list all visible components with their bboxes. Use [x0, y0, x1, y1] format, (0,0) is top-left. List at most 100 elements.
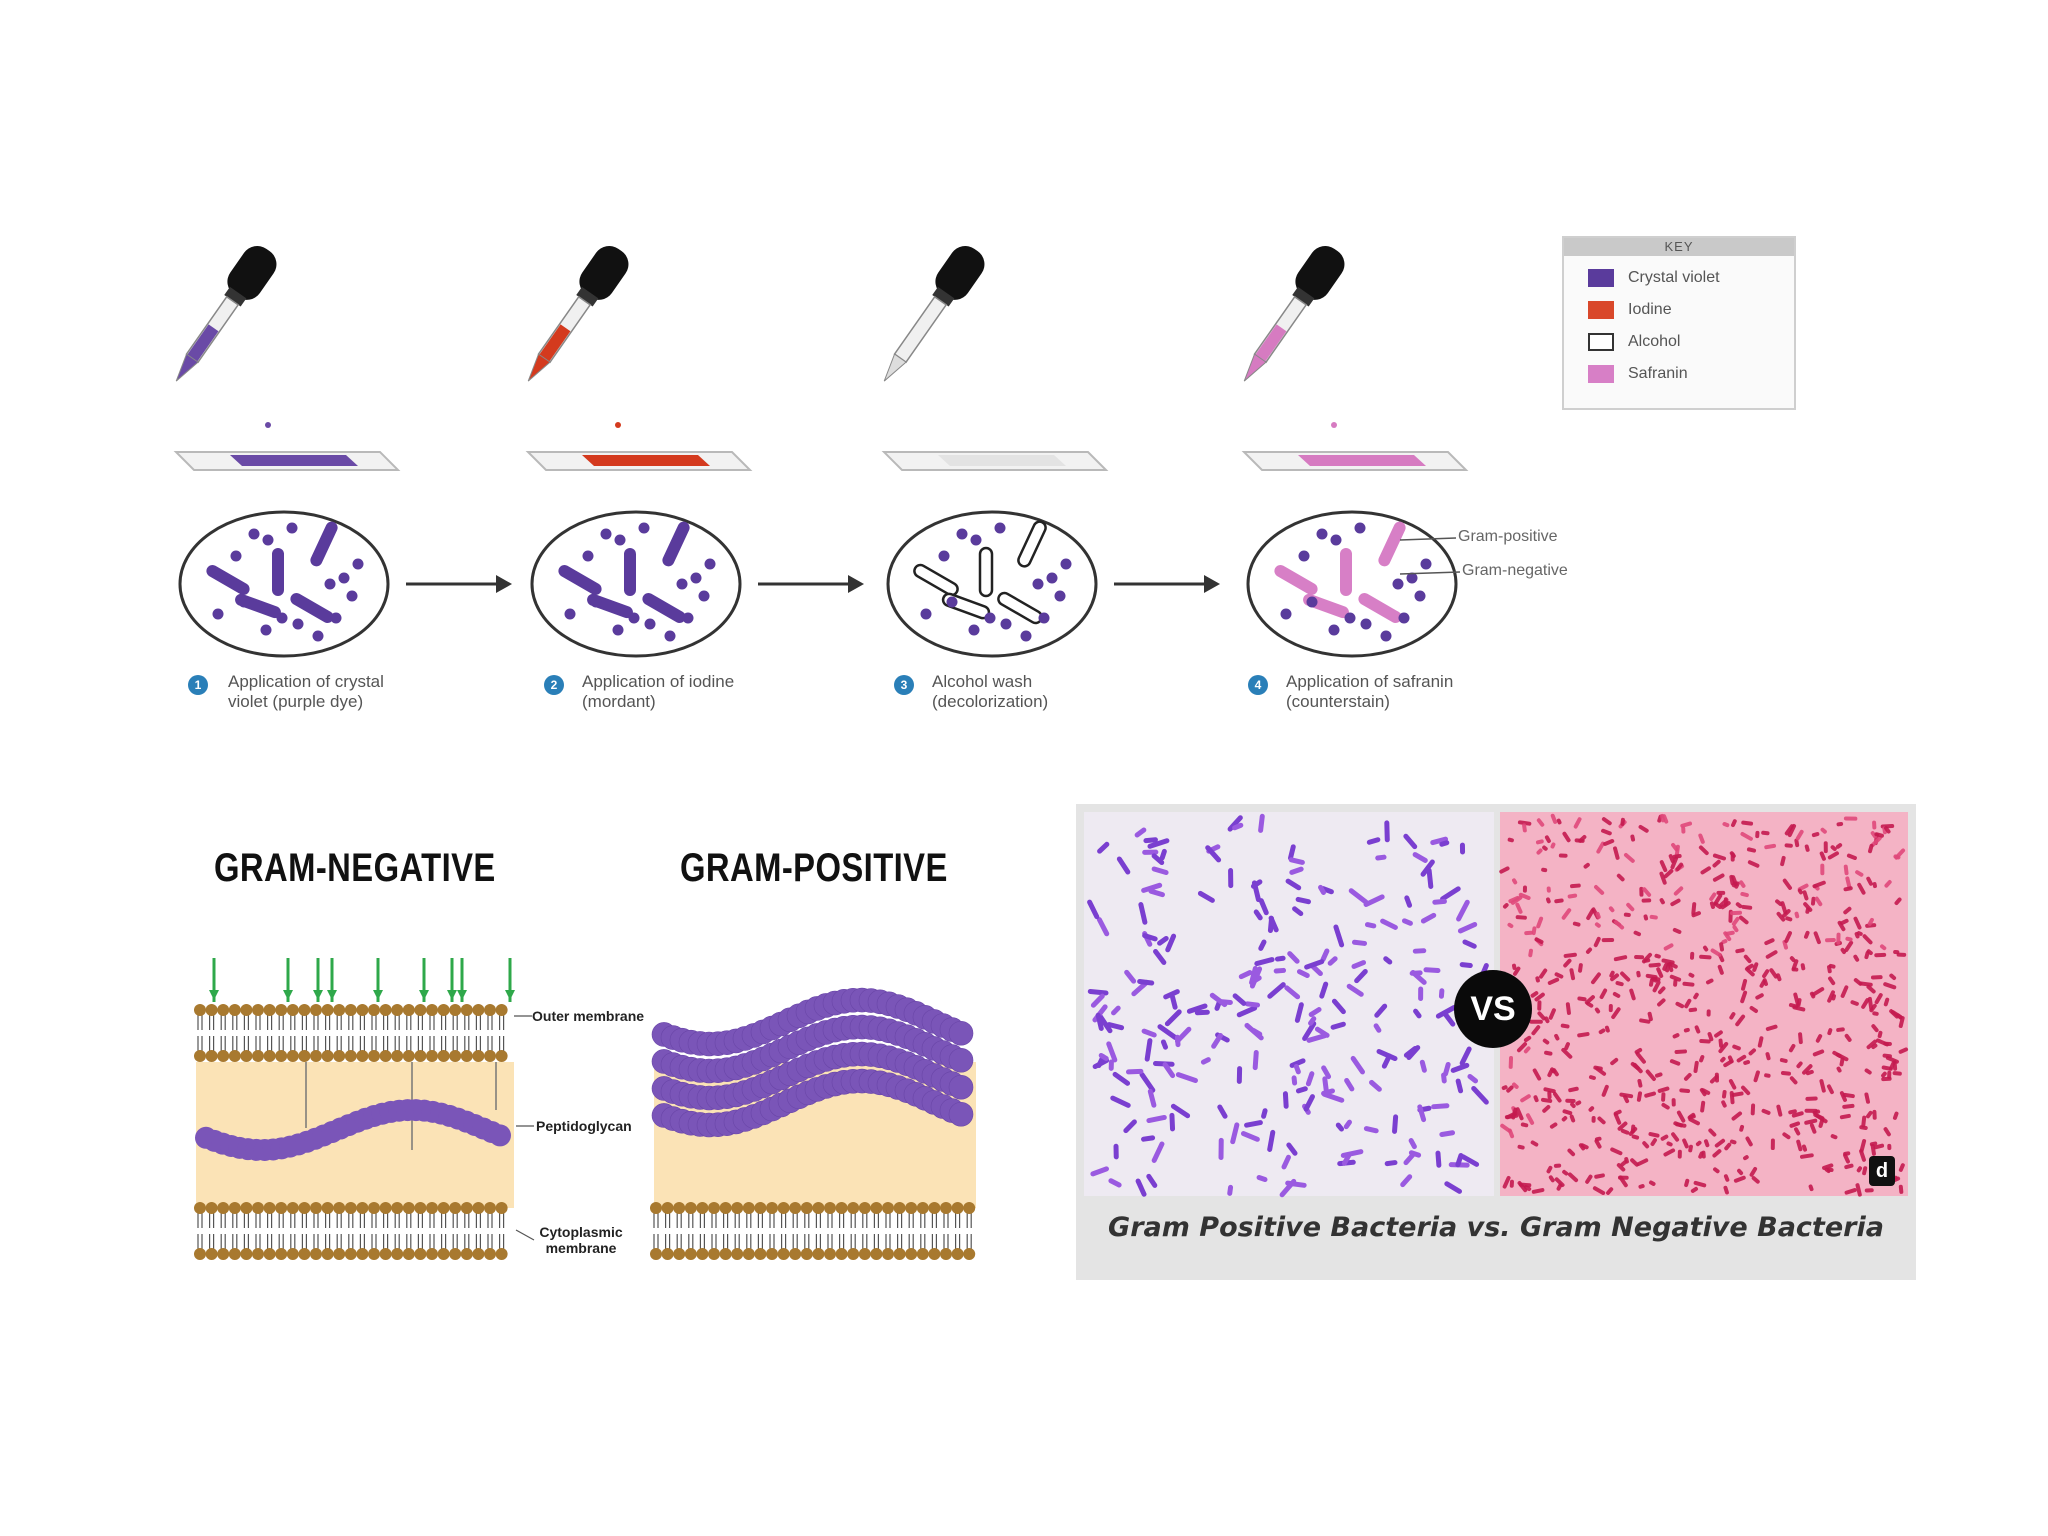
dropper-tip — [878, 354, 906, 385]
lipid-head — [496, 1248, 508, 1260]
coccus-bacterium — [1381, 631, 1392, 642]
lipid-head — [380, 1248, 392, 1260]
lipid-head — [264, 1202, 276, 1214]
lipid-head — [917, 1202, 929, 1214]
stained-bacterium-purple — [1109, 1059, 1114, 1071]
coccus-bacterium — [1055, 591, 1066, 602]
coccus-bacterium — [1047, 573, 1058, 584]
lipid-head — [298, 1248, 310, 1260]
lipid-head — [731, 1202, 743, 1214]
coccus-bacterium — [1399, 613, 1410, 624]
dropper-icon — [1229, 240, 1350, 392]
coccus-bacterium — [939, 551, 950, 562]
coccus-bacterium — [1361, 619, 1372, 630]
lipid-head — [928, 1202, 940, 1214]
lipid-head — [240, 1202, 252, 1214]
stained-bacterium-purple — [1126, 1069, 1144, 1075]
lipid-head — [333, 1050, 345, 1062]
rod-bacterium — [624, 548, 636, 596]
lipid-head — [438, 1202, 450, 1214]
lipid-head — [403, 1050, 415, 1062]
step-1-badge: 1 — [188, 675, 208, 695]
lipid-head — [426, 1004, 438, 1016]
cytoplasmic-membrane-label: Cytoplasmic membrane — [536, 1224, 626, 1256]
stained-bacterium-pink — [1642, 898, 1652, 902]
stained-bacterium-pink — [1897, 953, 1907, 957]
key-item-safranin: Safranin — [1588, 362, 1688, 386]
lps-head — [505, 990, 515, 1000]
lipid-head — [708, 1202, 720, 1214]
lipid-head — [380, 1004, 392, 1016]
lipid-head — [275, 1248, 287, 1260]
stained-bacterium-pink — [1871, 975, 1883, 979]
lipid-head — [882, 1202, 894, 1214]
lipid-head — [264, 1248, 276, 1260]
dropper-tip — [522, 354, 550, 385]
stained-bacterium-purple — [1423, 967, 1440, 973]
lipid-head — [275, 1050, 287, 1062]
coccus-bacterium — [971, 535, 982, 546]
lipid-head — [391, 1248, 403, 1260]
cytoplasmic-leader — [516, 1230, 534, 1240]
coccus-bacterium — [921, 609, 932, 620]
coccus-bacterium — [565, 609, 576, 620]
dropper-icon — [869, 240, 990, 392]
stained-bacterium-pink — [1661, 1092, 1666, 1102]
lipid-head — [662, 1248, 674, 1260]
dropper-tube — [895, 297, 947, 362]
coccus-bacterium — [1329, 625, 1340, 636]
stained-bacterium-pink — [1699, 1039, 1711, 1044]
coccus-bacterium — [639, 523, 650, 534]
coccus-bacterium — [1061, 559, 1072, 570]
lipid-head — [743, 1202, 755, 1214]
coccus-bacterium — [277, 613, 288, 624]
stained-bacterium-pink — [1825, 938, 1836, 942]
lipid-head — [240, 1050, 252, 1062]
lipid-head — [264, 1050, 276, 1062]
stained-bacterium-pink — [1874, 953, 1886, 958]
lipid-head — [322, 1004, 334, 1016]
stained-bacterium-pink — [1672, 1098, 1676, 1106]
lipid-head — [449, 1248, 461, 1260]
lipid-head — [720, 1202, 732, 1214]
lipid-head — [368, 1248, 380, 1260]
lipid-head — [484, 1050, 496, 1062]
lipid-head — [963, 1248, 975, 1260]
coccus-bacterium — [213, 609, 224, 620]
stained-bacterium-pink — [1559, 853, 1568, 857]
cytoplasmic-membrane — [650, 1202, 975, 1260]
lipid-head — [322, 1248, 334, 1260]
lipid-head — [754, 1248, 766, 1260]
lipid-head — [240, 1004, 252, 1016]
lipid-head — [824, 1202, 836, 1214]
lipid-head — [438, 1004, 450, 1016]
coccus-bacterium — [287, 523, 298, 534]
lps-head — [419, 990, 429, 1000]
lipid-head — [847, 1248, 859, 1260]
coccus-bacterium — [313, 631, 324, 642]
coccus-bacterium — [629, 613, 640, 624]
lipid-head — [789, 1248, 801, 1260]
lipid-head — [496, 1050, 508, 1062]
lipid-head — [414, 1050, 426, 1062]
stained-bacterium-pink — [1771, 1138, 1775, 1150]
coccus-bacterium — [339, 573, 350, 584]
lipid-head — [206, 1202, 218, 1214]
lipid-head — [859, 1202, 871, 1214]
lipid-head — [322, 1202, 334, 1214]
lipid-head — [287, 1248, 299, 1260]
stained-bacterium-pink — [1509, 1056, 1513, 1069]
coccus-bacterium — [325, 579, 336, 590]
lipid-head — [414, 1202, 426, 1214]
step-2-badge: 2 — [544, 675, 564, 695]
rod-bacterium — [272, 548, 284, 596]
lipid-head — [766, 1202, 778, 1214]
stained-bacterium-pink — [1887, 1144, 1891, 1150]
coccus-bacterium — [249, 529, 260, 540]
arrow-head-icon — [496, 575, 512, 593]
stained-bacterium-purple — [1283, 1091, 1289, 1109]
lipid-head — [963, 1202, 975, 1214]
stain-droplet — [1331, 422, 1337, 428]
lipid-head — [696, 1248, 708, 1260]
lipid-head — [847, 1202, 859, 1214]
